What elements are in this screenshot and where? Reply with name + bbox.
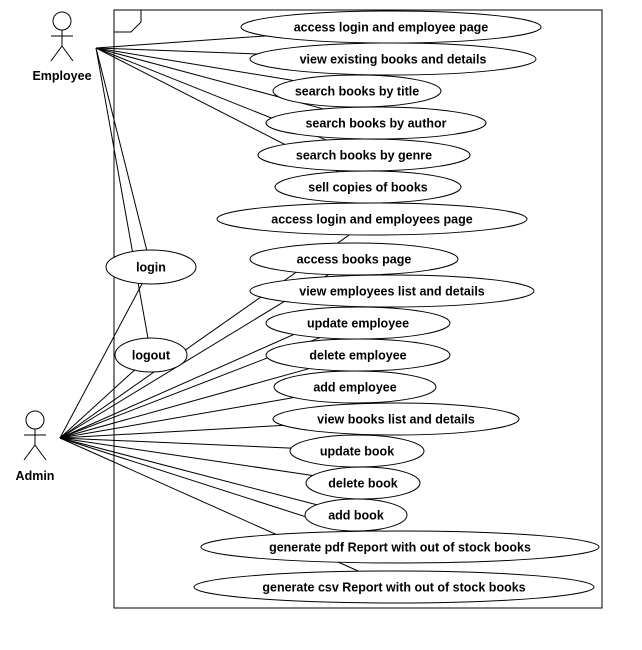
association-employee-uc1 — [95, 35, 267, 49]
actor-left-leg — [23, 444, 36, 461]
association-admin-login — [59, 283, 143, 439]
association-employee-uc3 — [95, 47, 294, 82]
use-case-label: delete book — [328, 477, 398, 491]
associations — [59, 35, 359, 572]
use-case-uc9[interactable]: view employees list and details — [249, 274, 535, 308]
use-case-logout[interactable]: logout — [114, 337, 188, 373]
use-case-uc7[interactable]: access login and employees page — [216, 202, 528, 236]
use-case-label: view books list and details — [317, 413, 475, 427]
use-case-label: search books by title — [295, 85, 419, 99]
use-case-label: access login and employees page — [271, 213, 473, 227]
use-case-label: search books by author — [305, 117, 446, 131]
use-case-ellipse — [114, 337, 188, 373]
use-case-label: update employee — [307, 317, 409, 331]
use-case-ellipse — [193, 570, 595, 604]
use-case-label: generate csv Report with out of stock bo… — [262, 581, 525, 595]
association-employee-logout — [95, 47, 149, 339]
use-case-uc3[interactable]: search books by title — [272, 74, 442, 108]
use-case-label: login — [136, 261, 166, 275]
association-admin-uc17 — [59, 437, 352, 532]
use-case-ellipse — [249, 42, 537, 76]
association-employee-uc2 — [95, 47, 258, 55]
actor-right-leg — [61, 45, 74, 62]
association-employee-login — [95, 47, 148, 251]
use-case-ellipse — [200, 530, 600, 564]
association-admin-uc13 — [59, 424, 284, 439]
actor-label: Employee — [32, 69, 91, 83]
use-case-uc6[interactable]: sell copies of books — [274, 170, 462, 204]
use-case-ellipse — [216, 202, 528, 236]
use-case-label: add book — [328, 509, 384, 523]
system-boundary — [113, 9, 603, 609]
actor-right-leg — [34, 444, 47, 461]
use-case-uc1[interactable]: access login and employee page — [240, 10, 542, 44]
use-cases: access login and employee page view exist… — [105, 10, 600, 604]
actor-label: Admin — [16, 469, 55, 483]
use-case-label: update book — [320, 445, 394, 459]
use-case-uc4[interactable]: search books by author — [265, 106, 487, 140]
use-case-label: add employee — [313, 381, 396, 395]
association-admin-uc14 — [59, 437, 292, 449]
use-case-label: view employees list and details — [299, 285, 485, 299]
use-case-uc17[interactable]: generate pdf Report with out of stock bo… — [200, 530, 600, 564]
use-case-uc5[interactable]: search books by genre — [257, 138, 471, 172]
actor-head — [52, 11, 72, 31]
use-case-uc11[interactable]: delete employee — [265, 338, 451, 372]
use-case-ellipse — [272, 402, 520, 436]
use-case-label: sell copies of books — [308, 181, 428, 195]
use-case-uc14[interactable]: update book — [289, 434, 425, 468]
use-case-login[interactable]: login — [105, 249, 197, 285]
use-case-ellipse — [105, 249, 197, 285]
actor-head — [25, 410, 45, 430]
use-case-uc10[interactable]: update employee — [265, 306, 451, 340]
use-case-label: view existing books and details — [300, 53, 487, 67]
use-case-ellipse — [249, 274, 535, 308]
use-case-label: generate pdf Report with out of stock bo… — [269, 541, 531, 555]
use-case-uc8[interactable]: access books page — [249, 242, 459, 276]
use-case-uc18[interactable]: generate csv Report with out of stock bo… — [193, 570, 595, 604]
actor-employee[interactable]: Employee — [32, 11, 92, 83]
actor-admin[interactable]: Admin — [16, 410, 55, 483]
association-admin-uc12 — [59, 397, 295, 439]
association-admin-uc11 — [59, 368, 310, 439]
association-admin-uc15 — [59, 437, 313, 477]
actor-left-leg — [50, 45, 63, 62]
use-case-uc15[interactable]: delete book — [305, 466, 421, 500]
use-case-label: access login and employee page — [294, 21, 489, 35]
association-admin-uc16 — [59, 437, 317, 506]
use-case-label: access books page — [297, 253, 412, 267]
use-case-ellipse — [273, 370, 437, 404]
use-case-uc2[interactable]: view existing books and details — [249, 42, 537, 76]
use-case-uc12[interactable]: add employee — [273, 370, 437, 404]
use-case-uc16[interactable]: add book — [304, 498, 408, 532]
use-case-ellipse — [249, 242, 459, 276]
use-case-uc13[interactable]: view books list and details — [272, 402, 520, 436]
use-case-label: logout — [132, 349, 171, 363]
association-admin-logout — [59, 369, 135, 439]
use-case-label: delete employee — [309, 349, 406, 363]
use-case-label: search books by genre — [296, 149, 432, 163]
